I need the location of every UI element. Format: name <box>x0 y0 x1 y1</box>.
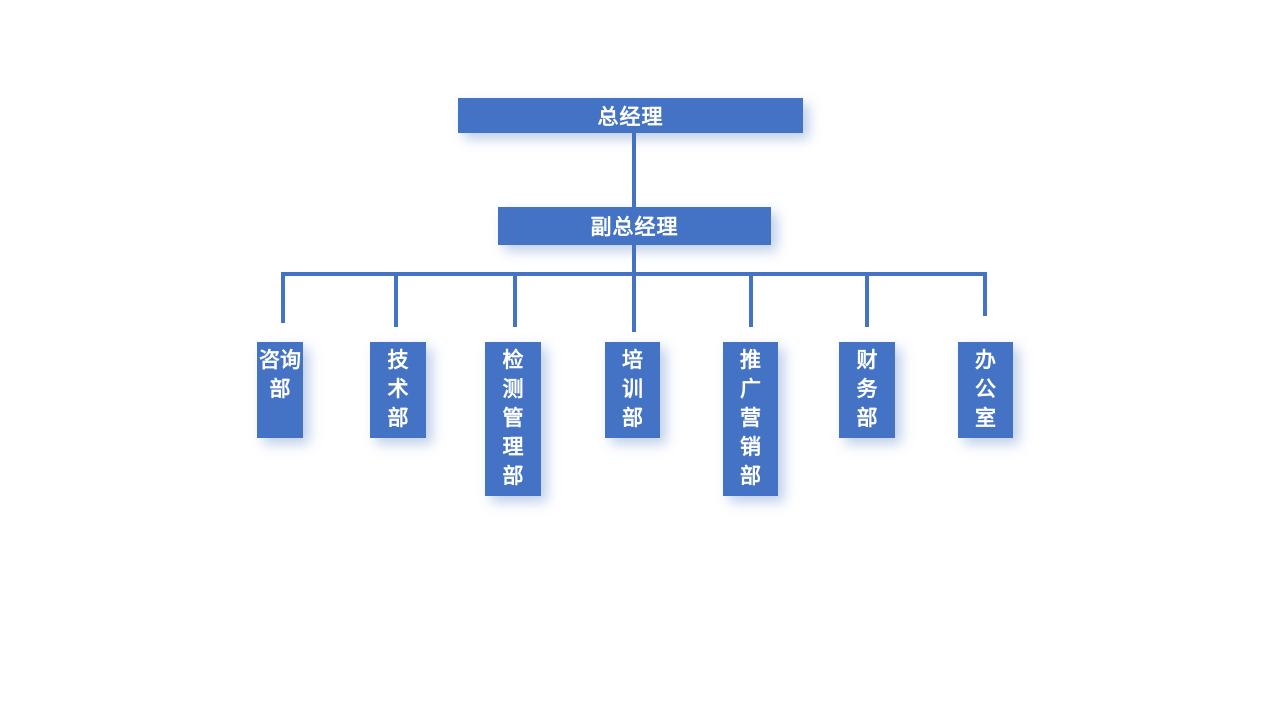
connector-dept-4 <box>632 272 636 332</box>
department-box: 推广营销部 <box>723 342 778 496</box>
department-label: 咨询部 <box>259 348 301 401</box>
connector-dept-2 <box>394 272 398 327</box>
department-box: 培训部 <box>605 342 660 438</box>
department-label: 技术部 <box>387 348 409 430</box>
connector-deputy-to-bus <box>632 245 636 276</box>
connector-dept-3 <box>513 272 517 327</box>
connector-dept-5 <box>749 272 753 327</box>
department-label: 培训部 <box>622 348 643 430</box>
department-box: 财务部 <box>839 342 895 438</box>
department-label: 财务部 <box>856 348 878 430</box>
general-manager-label: 总经理 <box>597 104 664 129</box>
deputy-manager-box: 副总经理 <box>498 207 771 245</box>
department-box: 咨询部 <box>257 342 303 438</box>
department-box: 检测管理部 <box>485 342 541 496</box>
connector-dept-7 <box>983 272 987 316</box>
department-box: 办公室 <box>958 342 1013 438</box>
general-manager-box: 总经理 <box>458 98 803 133</box>
department-box: 技术部 <box>370 342 426 438</box>
deputy-manager-label: 副总经理 <box>590 215 679 239</box>
connector-dept-1 <box>281 272 285 323</box>
connector-dept-6 <box>865 272 869 327</box>
department-label: 推广营销部 <box>740 348 761 488</box>
connector-top-to-deputy <box>632 133 636 208</box>
department-label: 检测管理部 <box>502 348 524 488</box>
department-label: 办公室 <box>975 348 996 430</box>
